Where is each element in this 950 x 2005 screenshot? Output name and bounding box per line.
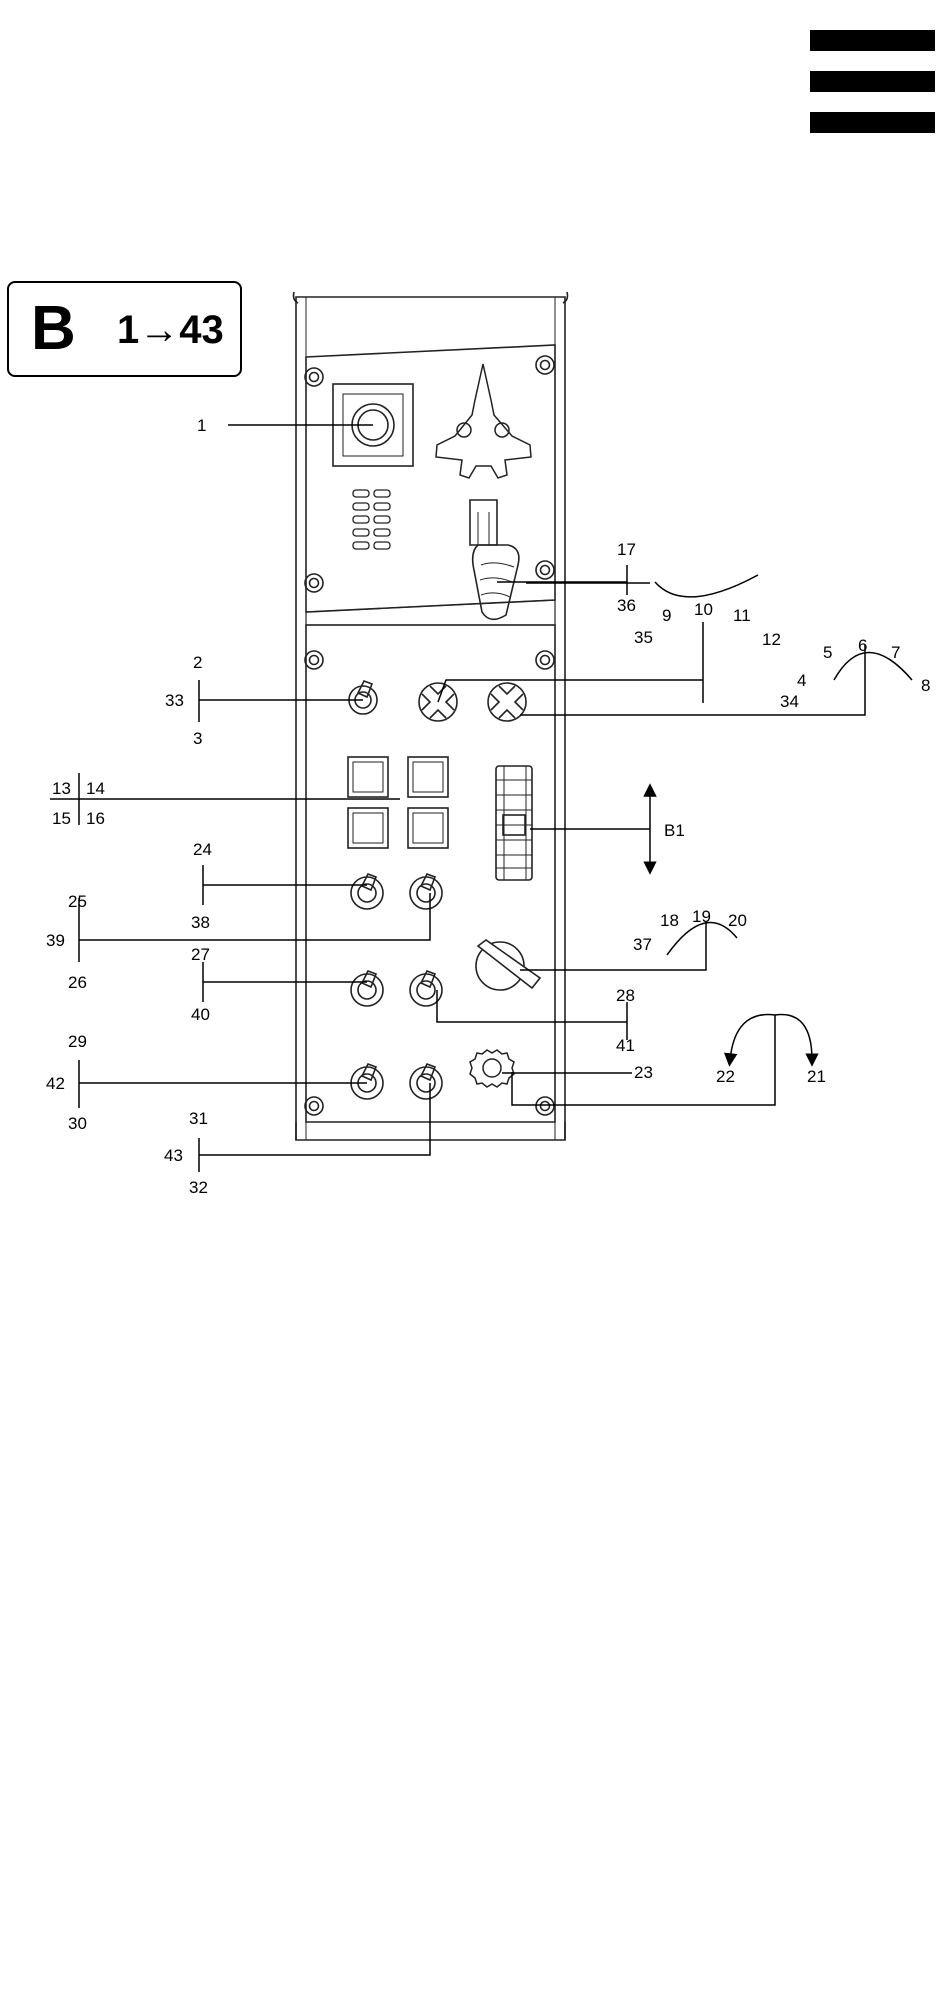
callout-31: 31 xyxy=(189,1109,208,1128)
callout-15: 15 xyxy=(52,809,71,828)
control-panel xyxy=(294,292,568,1140)
callout-43: 43 xyxy=(164,1146,183,1165)
callout-8: 8 xyxy=(921,676,930,695)
callout-19: 19 xyxy=(692,907,711,926)
toggle-switch-39 xyxy=(410,874,442,909)
callout-12: 12 xyxy=(762,630,781,649)
callout-30: 30 xyxy=(68,1114,87,1133)
callout-labels: 1 2 3 4 5 6 7 8 9 10 11 12 13 14 15 16 1… xyxy=(46,416,930,1197)
callout-4: 4 xyxy=(797,671,806,690)
callout-40: 40 xyxy=(191,1005,210,1024)
callout-26: 26 xyxy=(68,973,87,992)
callout-6: 6 xyxy=(858,636,867,655)
callout-11: 11 xyxy=(733,606,751,625)
callout-33: 33 xyxy=(165,691,184,710)
callout-25: 25 xyxy=(68,892,87,911)
selector-knob xyxy=(476,940,540,990)
callout-24: 24 xyxy=(193,840,212,859)
top-plate xyxy=(306,345,555,612)
callout-10: 10 xyxy=(694,600,713,619)
callout-38: 38 xyxy=(191,913,210,932)
aircraft-icon xyxy=(436,364,531,478)
callout-28: 28 xyxy=(616,986,635,1005)
toggle-switch-40 xyxy=(351,971,383,1006)
callout-b1: B1 xyxy=(664,821,685,840)
callout-13: 13 xyxy=(52,779,71,798)
callout-5: 5 xyxy=(823,643,832,662)
toggle-switch-33 xyxy=(349,681,377,714)
toggle-switch-43 xyxy=(410,1064,442,1099)
button-grid xyxy=(353,490,390,549)
callout-27: 27 xyxy=(191,945,210,964)
callout-41: 41 xyxy=(616,1036,635,1055)
callout-16: 16 xyxy=(86,809,105,828)
callout-39: 39 xyxy=(46,931,65,950)
toggle-switch-42 xyxy=(351,1064,383,1099)
callout-3: 3 xyxy=(193,729,202,748)
push-button-block xyxy=(348,757,448,848)
callout-2: 2 xyxy=(193,653,202,672)
callout-36: 36 xyxy=(617,596,636,615)
callout-17: 17 xyxy=(617,540,636,559)
callout-42: 42 xyxy=(46,1074,65,1093)
encoder-knob xyxy=(470,1050,514,1087)
callout-21: 21 xyxy=(807,1067,826,1086)
callout-22: 22 xyxy=(716,1067,735,1086)
callout-23: 23 xyxy=(634,1063,653,1082)
callout-14: 14 xyxy=(86,779,105,798)
callout-34: 34 xyxy=(780,692,799,711)
callout-20: 20 xyxy=(728,911,747,930)
toggle-switch-38 xyxy=(351,874,383,909)
thumbwheel xyxy=(496,766,532,880)
callout-1: 1 xyxy=(197,416,206,435)
callout-7: 7 xyxy=(891,643,900,662)
callout-29: 29 xyxy=(68,1032,87,1051)
callout-32: 32 xyxy=(189,1178,208,1197)
callout-35: 35 xyxy=(634,628,653,647)
callout-18: 18 xyxy=(660,911,679,930)
callout-37: 37 xyxy=(633,935,652,954)
leader-lines xyxy=(50,425,912,1172)
callout-9: 9 xyxy=(662,606,671,625)
